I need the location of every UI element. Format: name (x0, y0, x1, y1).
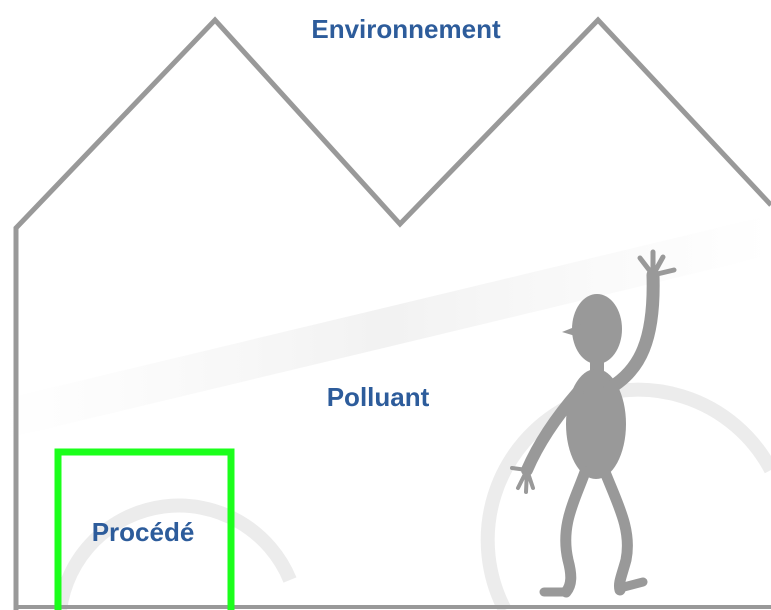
environment-outline (13, 16, 771, 610)
waving-person-icon (510, 249, 677, 598)
process-box (54, 448, 235, 610)
environment-label: Environnement (311, 14, 501, 44)
pollutant-label: Polluant (327, 382, 430, 412)
process-label: Procédé (92, 517, 195, 547)
